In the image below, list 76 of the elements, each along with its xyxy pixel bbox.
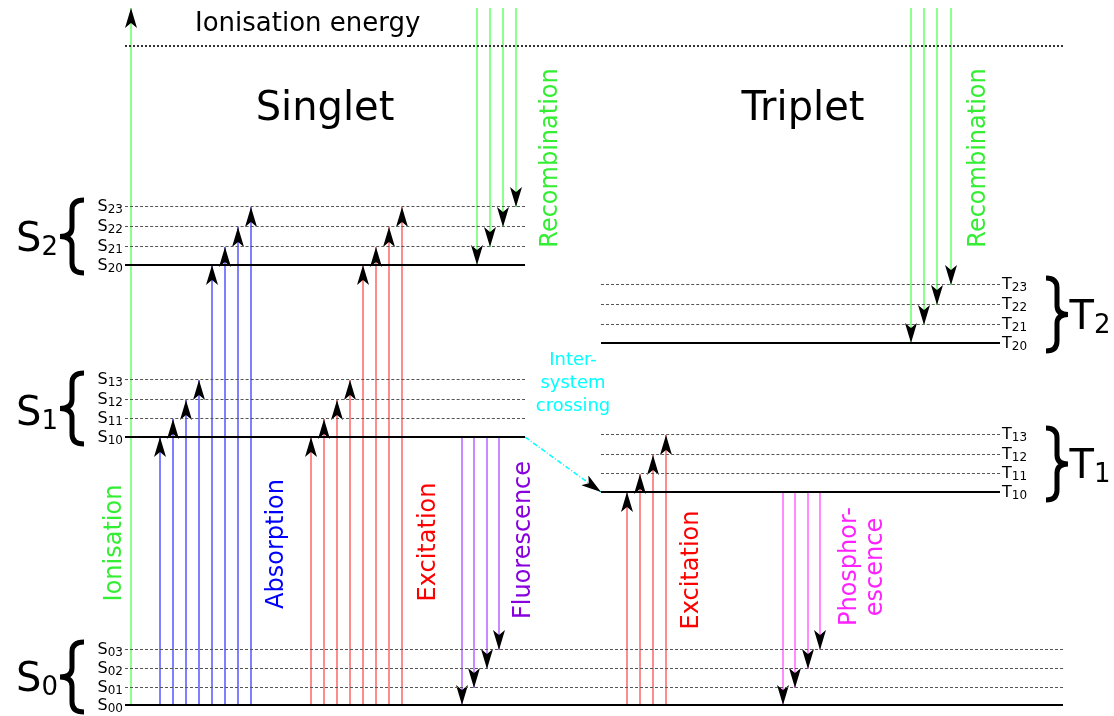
level-label: S$_{20}$ xyxy=(97,256,123,277)
level-label: T$_{21}$ xyxy=(1002,315,1028,336)
level-label: S$_{10}$ xyxy=(97,428,123,449)
state-label: S$_{0}$ xyxy=(16,655,58,701)
transition-arrow xyxy=(802,491,814,670)
ionisation-energy-line xyxy=(125,8,1063,47)
transition-arrow xyxy=(524,436,602,493)
transition-arrow xyxy=(154,436,166,706)
transition-arrow xyxy=(905,7,917,344)
transition-arrow xyxy=(484,7,496,248)
transition-arrow xyxy=(344,379,356,706)
transition-arrow xyxy=(206,264,218,706)
level-label: S$_{11}$ xyxy=(97,409,123,430)
section-title: Singlet xyxy=(255,84,395,128)
level-label: S$_{00}$ xyxy=(97,696,123,716)
transition-arrow xyxy=(647,454,659,706)
transition-arrow xyxy=(945,7,957,286)
transition-arrow xyxy=(481,436,493,670)
process-label: Absorption xyxy=(261,479,289,609)
transition-arrow xyxy=(634,473,646,706)
transition-arrow xyxy=(468,436,480,689)
transition-arrow xyxy=(357,264,369,706)
process-label: Ionisation xyxy=(99,484,127,602)
transition-arrow xyxy=(193,379,205,706)
state-label: S$_{1}$ xyxy=(16,389,58,435)
level-label: T$_{12}$ xyxy=(1002,445,1028,466)
transition-arrow xyxy=(245,206,257,706)
transition-arrow xyxy=(660,434,672,706)
transition-arrow xyxy=(180,399,192,706)
transition-arrow xyxy=(232,226,244,706)
process-label: Excitation xyxy=(676,510,704,630)
section-title: Triplet xyxy=(741,84,865,128)
transition-arrow xyxy=(789,491,801,689)
transition-arrow xyxy=(493,436,505,651)
level-label: S$_{23}$ xyxy=(97,197,123,218)
transition-arrow xyxy=(510,7,522,208)
level-label: S$_{12}$ xyxy=(97,390,123,411)
transition-arrow xyxy=(456,436,468,706)
transition-arrow xyxy=(318,418,330,706)
level-label: S$_{03}$ xyxy=(97,640,123,661)
level-label: T$_{11}$ xyxy=(1002,464,1028,485)
process-label: Recombination xyxy=(535,68,563,248)
transition-arrow xyxy=(125,7,137,706)
state-label: T$_{2}$ xyxy=(1069,293,1111,339)
transition-arrow xyxy=(777,491,789,706)
process-label: Recombination xyxy=(963,68,991,248)
level-label: T$_{23}$ xyxy=(1002,275,1028,296)
level-label: T$_{22}$ xyxy=(1002,295,1028,316)
level-label: S$_{02}$ xyxy=(97,659,123,680)
level-label: T$_{20}$ xyxy=(1002,334,1028,355)
transition-arrow xyxy=(331,399,343,706)
level-label: Ionisation energy xyxy=(195,8,421,37)
state-label: T$_{1}$ xyxy=(1069,442,1111,488)
transition-arrow xyxy=(383,226,395,706)
level-label: S$_{13}$ xyxy=(97,370,123,391)
transition-arrow xyxy=(931,7,943,306)
transition-arrow xyxy=(814,491,826,651)
transition-arrow xyxy=(305,436,317,706)
transition-arrow xyxy=(497,7,509,228)
transition-arrow xyxy=(167,418,179,706)
transition-arrow xyxy=(370,246,382,706)
state-label: S$_{2}$ xyxy=(16,215,58,261)
level-label: S$_{01}$ xyxy=(97,678,123,698)
process-label: Fluorescence xyxy=(508,460,536,620)
transition-arrow xyxy=(621,491,633,706)
transition-arrow xyxy=(219,246,231,706)
level-label: T$_{10}$ xyxy=(1002,483,1028,504)
level-label: S$_{22}$ xyxy=(97,217,123,238)
transition-arrow xyxy=(471,7,483,266)
level-label: S$_{21}$ xyxy=(97,237,123,258)
process-label: Excitation xyxy=(413,482,441,602)
transition-arrow xyxy=(396,206,408,706)
process-label: Phosphor- escence xyxy=(834,508,888,626)
edge-label: Inter- system crossing xyxy=(534,347,612,416)
level-label: T$_{13}$ xyxy=(1002,425,1028,446)
transition-arrow xyxy=(918,7,930,326)
